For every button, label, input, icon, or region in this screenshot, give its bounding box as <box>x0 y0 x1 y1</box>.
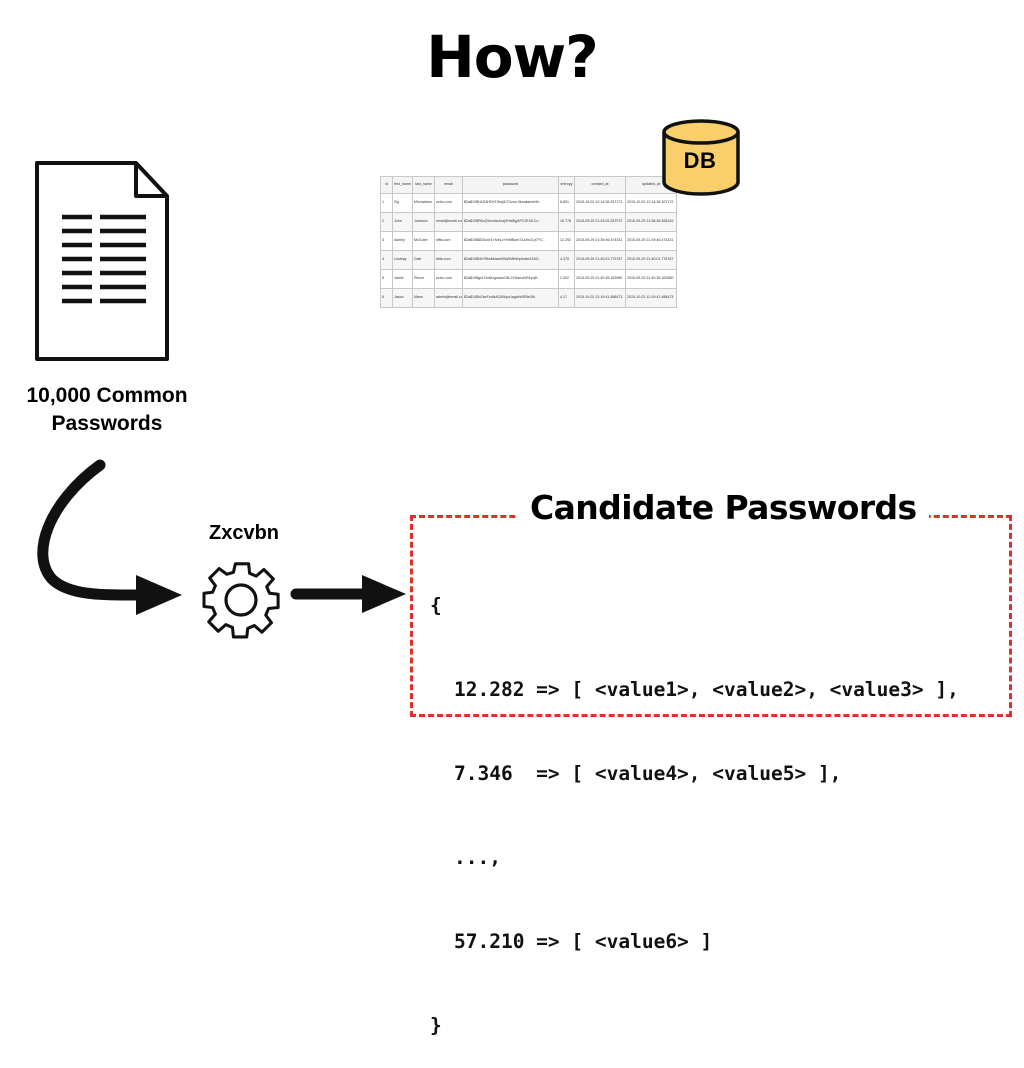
table-cell: Michaelson <box>412 193 435 213</box>
table-cell: $2a$10$Nh7fHw8kAweWkWMtWnpbwfw153G.. <box>462 250 559 270</box>
code-line: 7.346 => [ <value4>, <value5> ], <box>454 762 842 785</box>
table-cell: Jason <box>392 288 413 308</box>
table-cell: 2015-10-02 12:19:41.488473 <box>625 288 677 308</box>
table-cell: Johnson <box>412 212 435 232</box>
table-cell: zzfcc.com <box>434 193 463 213</box>
table-cell: 2015-09-29 21:38:35.458149 <box>625 212 677 232</box>
table-cell: 3 <box>380 231 393 251</box>
table-cell: 6 <box>380 288 393 308</box>
code-line: { <box>430 594 442 617</box>
table-cell: 2015-09-29 21:40:35.163980 <box>625 269 677 289</box>
table-cell: Jamie <box>392 269 413 289</box>
candidate-passwords-title: Candidate Passwords <box>518 486 929 530</box>
table-cell: 2015-10-02 12:19:41.488473 <box>574 288 626 308</box>
table-cell: $2a$10$hGbzFcr8k4C8WyxUagdxWRBe3Ih.. <box>462 288 559 308</box>
table-cell: 2 <box>380 212 393 232</box>
database-label: DB <box>683 148 717 173</box>
table-cell: McGuire <box>412 231 435 251</box>
table-row: 6JasonMannadmin@email.com$2a$10$hGbzFcr8… <box>380 288 677 308</box>
table-cell: $2a$10$gc1OmkUgularnOkL21WwuArRepqH.. <box>462 269 559 289</box>
wordlist-caption-line2: Passwords <box>51 412 163 435</box>
gear-icon <box>202 562 280 639</box>
table-header-cell: password <box>462 176 559 194</box>
table-header-cell: created_at <box>574 176 626 194</box>
table-cell: 2.002 <box>558 269 575 289</box>
table-cell: 2015-10-02 12:14:38.397172 <box>574 193 626 213</box>
wordlist-caption: 10,000 Common Passwords <box>0 382 214 438</box>
table-header-cell: first_name <box>392 176 413 194</box>
table-cell: 2015-09-29 21:39:46.474331 <box>625 231 677 251</box>
wordlist-caption-line1: 10,000 Common <box>26 384 188 407</box>
table-cell: $2a$10$P6oQ9wnhwAxzj9HxtBjy4PC3Fn5.Cx.. <box>462 212 559 232</box>
table-cell: Dale <box>412 250 435 270</box>
table-header-cell: email <box>434 176 463 194</box>
table-cell: 5 <box>380 269 393 289</box>
table-cell: email@email.com <box>434 212 463 232</box>
right-arrow-icon <box>290 575 406 613</box>
table-cell: 12.292 <box>558 231 575 251</box>
table-cell: 4 <box>380 250 393 270</box>
table-cell: 2015-09-29 21:40:01.775767 <box>625 250 677 270</box>
table-cell: 2015-09-29 21:39:46.474331 <box>574 231 626 251</box>
code-line: } <box>430 1014 442 1037</box>
table-header-cell: last_name <box>412 176 435 194</box>
table-cell: 6.801 <box>558 193 575 213</box>
candidate-passwords-code: { 12.282 => [ <value1>, <value2>, <value… <box>430 536 1010 1068</box>
code-line: 57.210 => [ <value6> ] <box>454 930 713 953</box>
table-cell: Pierce <box>412 269 435 289</box>
table-cell: Mann <box>412 288 435 308</box>
code-line: 12.282 => [ <value1>, <value2>, <value3>… <box>454 678 959 701</box>
database-cylinder-icon <box>662 119 740 196</box>
code-line: ..., <box>454 846 501 869</box>
table-cell: 2015-09-29 21:33:09.287972 <box>574 212 626 232</box>
table-cell: ltdfa.com <box>434 250 463 270</box>
table-cell: 2015-09-29 21:40:35.163980 <box>574 269 626 289</box>
table-cell: 4.375 <box>558 250 575 270</box>
table-cell: Ashley <box>392 231 413 251</box>
table-header-cell: id <box>380 176 393 194</box>
table-cell: Zig <box>392 193 413 213</box>
engine-label: Zxcvbn <box>208 522 280 544</box>
table-cell: 10.776 <box>558 212 575 232</box>
table-cell: Lindsay <box>392 250 413 270</box>
table-cell: $2a$10$H4G3HDhTHwji1i7Gznu.9koaksbdv9k.. <box>462 193 559 213</box>
slide-title: How? <box>426 23 599 91</box>
table-cell: John <box>392 212 413 232</box>
table-cell: zzfcc.com <box>434 269 463 289</box>
table-cell: $2a$10$8DDu0r4.HzbLzYmMBom73z2bGLjr7YC.. <box>462 231 559 251</box>
table-cell: 4.17 <box>558 288 575 308</box>
document-icon <box>35 161 169 361</box>
table-cell: 2015-09-29 21:40:01.775767 <box>574 250 626 270</box>
table-cell: admin@email.com <box>434 288 463 308</box>
table-header-cell: entropy <box>558 176 575 194</box>
table-cell: 1 <box>380 193 393 213</box>
table-cell: sfffa.com <box>434 231 463 251</box>
curved-arrow-icon <box>37 459 182 615</box>
